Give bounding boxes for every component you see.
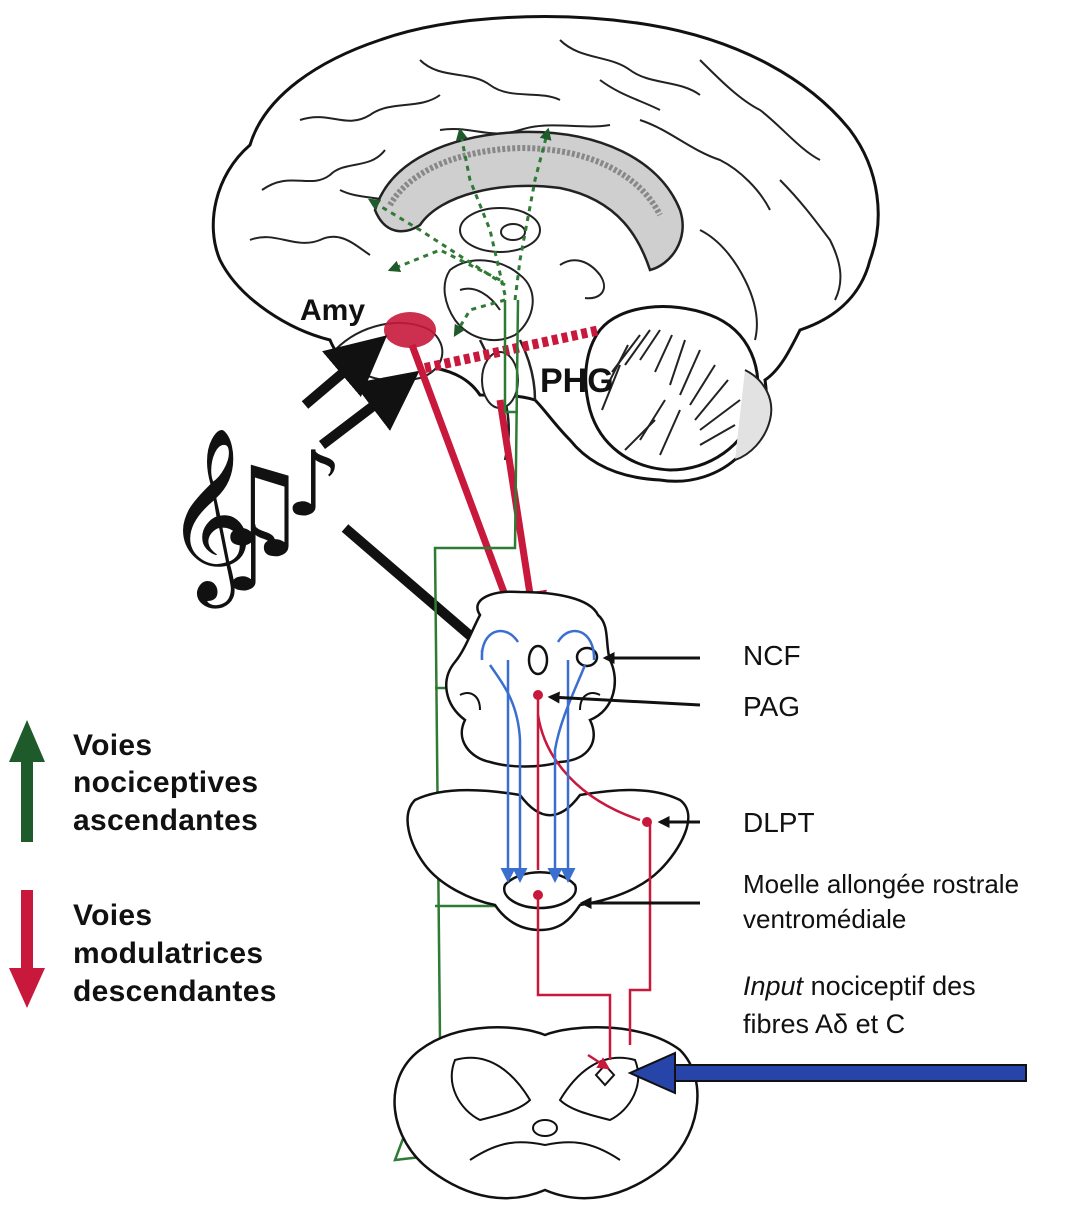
quarter-note-icon: ♪ [285, 432, 342, 537]
brain-outline [213, 17, 878, 482]
label-input-italic: Input [743, 971, 805, 1001]
label-pag: PAG [743, 691, 800, 722]
legend-descending-line1: Voies [73, 899, 152, 932]
label-rvm-line2: ventromédiale [743, 904, 906, 934]
legend-descending-line3: descendantes [73, 975, 277, 1008]
legend-descending-line2: modulatrices [73, 937, 263, 970]
legend: Voies nociceptives ascendantes Voies mod… [9, 720, 277, 1008]
label-input-rest: nociceptif des [803, 971, 976, 1001]
legend-ascending-line3: ascendantes [73, 804, 258, 837]
music-notes-icon: 𝄞 ♫ ♪ ♪ [165, 427, 342, 612]
arrow-up-icon [9, 720, 45, 842]
legend-descending: Voies modulatrices descendantes [9, 890, 277, 1008]
label-input-line2: fibres Aδ et C [743, 1009, 905, 1039]
rvm-nucleus [504, 872, 576, 908]
arrow-down-icon [9, 890, 45, 1008]
eighth-note-icon: ♪ [225, 507, 282, 612]
midbrain-section [446, 592, 615, 767]
legend-ascending-line1: Voies [73, 729, 152, 762]
label-input-line1: Input nociceptif des [743, 971, 976, 1001]
label-dlpt: DLPT [743, 807, 815, 838]
label-ncf: NCF [743, 640, 801, 671]
legend-ascending: Voies nociceptives ascendantes [9, 720, 258, 842]
brain-illustration [213, 17, 878, 482]
legend-ascending-line2: nociceptives [73, 766, 258, 799]
label-amy: Amy [300, 294, 365, 327]
label-phg: PHG [540, 362, 614, 400]
label-rvm-line1: Moelle allongée rostrale [743, 869, 1019, 899]
pons-section [408, 790, 689, 930]
spinal-cord-section [395, 1027, 698, 1198]
amygdala-region [384, 312, 436, 348]
